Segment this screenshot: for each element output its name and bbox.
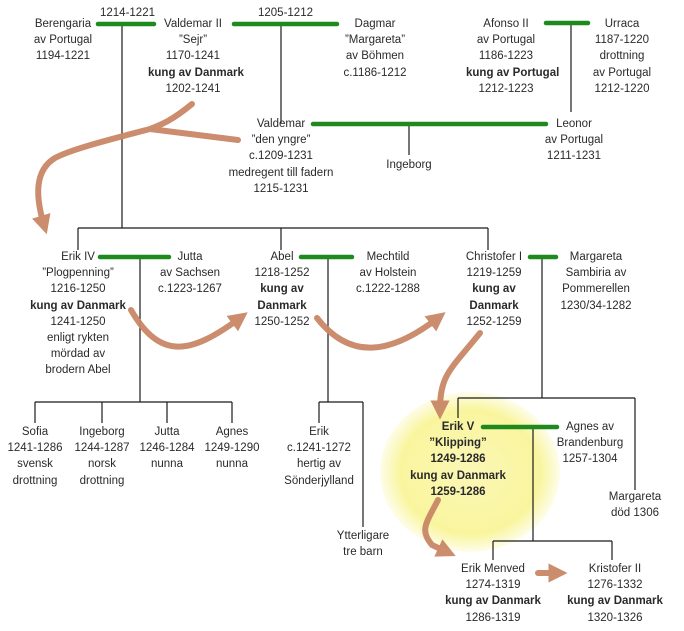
- succession-arrow: [430, 330, 483, 420]
- person-jutta-erik: Jutta 1246-1284 nunna: [139, 426, 195, 471]
- person-ingeborg-valdemar: Ingeborg: [386, 159, 432, 171]
- person-erik-menved: Erik Menved 1274-1319 kung av Danmark 12…: [445, 563, 541, 624]
- person-valdemar-ii: Valdemar II ”Sejr” 1170-1241 kung av Dan…: [148, 18, 244, 95]
- person-afonso-ii: Afonso II av Portugal 1186-1223 kung av …: [466, 18, 560, 95]
- person-sofia: Sofia 1241-1286 svensk drottning: [7, 426, 63, 487]
- succession-arrow: [128, 307, 248, 350]
- person-jutta-av-sachsen: Jutta av Sachsen c.1223-1267: [158, 251, 222, 296]
- person-margareta-dod: Margareta död 1306: [608, 491, 662, 520]
- person-dagmar: Dagmar ”Margareta” av Böhmen c.1186-1212: [343, 18, 407, 79]
- person-margareta-sambiria: Margareta Sambiria av Pommerellen 1230/3…: [560, 251, 632, 312]
- highlight-glow: [380, 392, 560, 552]
- succession-arrow: [32, 126, 153, 235]
- person-valdemar-den-yngre: Valdemar ”den yngre” c.1209-1231 medrege…: [228, 118, 334, 195]
- person-urraca: Urraca 1187-1220 drottning av Portugal 1…: [592, 18, 652, 95]
- person-agnes-av-brandenburg: Agnes av Brandenburg 1257-1304: [556, 421, 624, 466]
- marriage-date: 1214-1221: [100, 7, 155, 19]
- person-mechtild: Mechtild av Holstein c.1222-1288: [356, 251, 420, 296]
- person-erik-v: Erik V ”Klipping” 1249-1286 kung av Danm…: [410, 421, 506, 498]
- person-ytterligare-tre-barn: Ytterligare tre barn: [336, 530, 390, 559]
- person-christofer-i: Christofer I 1219-1259 kung av Danmark 1…: [465, 251, 523, 328]
- person-agnes-erik: Agnes 1249-1290 nunna: [204, 426, 260, 471]
- person-erik-iv: Erik IV ”Plogpenning” 1216-1250 kung av …: [30, 251, 126, 377]
- succession-arrow: [422, 497, 456, 557]
- marriage-date: 1205-1212: [258, 7, 313, 19]
- person-berengaria: Berengaria av Portugal 1194-1221: [33, 18, 93, 63]
- succession-arrow: [314, 312, 446, 351]
- person-leonor: Leonor av Portugal 1211-1231: [544, 118, 604, 163]
- person-ingeborg-erik: Ingeborg 1244-1287 norsk drottning: [74, 426, 130, 487]
- person-abel: Abel 1218-1252 kung av Danmark 1250-1252: [254, 251, 310, 328]
- person-erik-abel: Erik c.1241-1272 hertig av Sönderjylland: [284, 426, 354, 487]
- person-kristofer-ii: Kristofer II 1276-1332 kung av Danmark 1…: [567, 563, 663, 624]
